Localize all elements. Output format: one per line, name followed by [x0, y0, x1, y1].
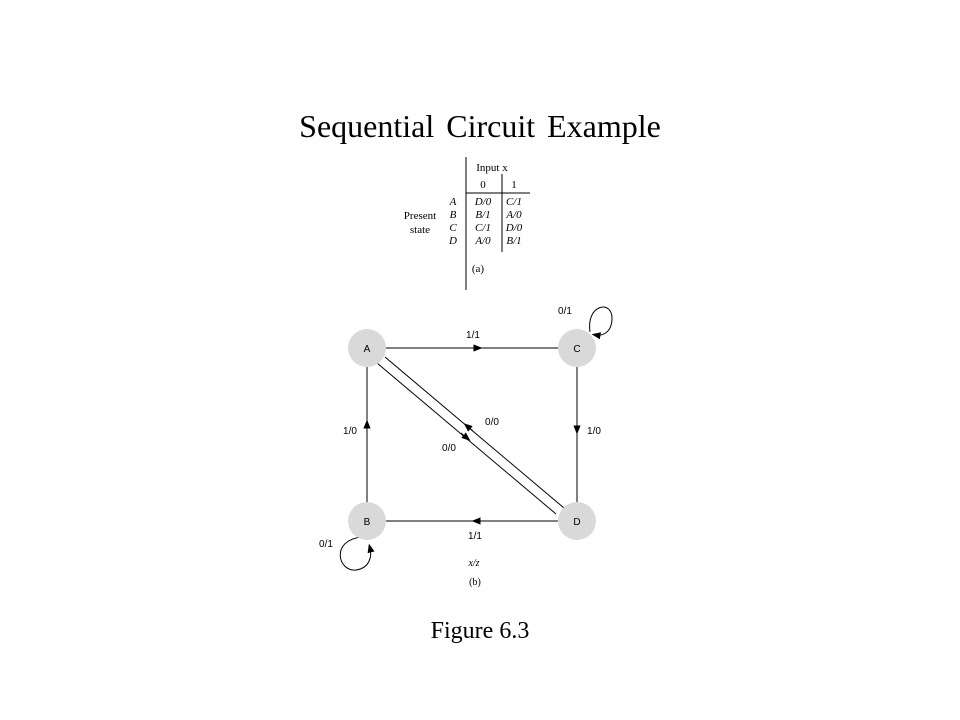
node-c	[558, 329, 596, 367]
table-state-d: D	[448, 235, 457, 247]
diagram-legend: x/z	[467, 558, 479, 569]
table-input-1: 1	[511, 179, 517, 191]
table-cell-b-0: B/1	[475, 209, 490, 221]
edge-label-b-to-a: 1/0	[343, 426, 357, 437]
edge-label-b-self: 0/1	[319, 539, 333, 550]
edge-label-a-to-d: 0/0	[442, 443, 456, 454]
table-cell-b-1: A/0	[505, 209, 522, 221]
table-state-c: C	[449, 222, 457, 234]
diagram-sublabel: (b)	[469, 577, 481, 588]
edge-d-to-a-arrow	[463, 423, 474, 432]
edge-label-c-self: 0/1	[558, 306, 572, 317]
table-state-a: A	[449, 196, 457, 208]
edge-a-to-d	[376, 362, 557, 515]
table-cell-a-0: D/0	[474, 196, 492, 208]
edge-label-d-to-b: 1/1	[468, 531, 482, 542]
table-sublabel: (a)	[472, 263, 485, 275]
table-row-header-line1: Present	[404, 210, 436, 222]
state-table: Input x 0 1 Present state A D/0 C/1 B B/…	[404, 157, 530, 290]
edge-label-a-to-c: 1/1	[466, 330, 480, 341]
page-title: Sequential Circuit Example	[299, 108, 661, 144]
table-cell-d-0: A/0	[474, 235, 491, 247]
node-d-label: D	[573, 517, 580, 528]
table-cell-c-0: C/1	[475, 222, 491, 234]
state-diagram: A C B D 1/1 1/0 1/1 1/0 0/0 0/0 0/1 0/1 …	[319, 306, 613, 588]
table-cell-d-1: B/1	[506, 235, 521, 247]
node-b-label: B	[364, 517, 371, 528]
table-cell-a-1: C/1	[506, 196, 522, 208]
node-c-label: C	[573, 344, 580, 355]
node-b	[348, 502, 386, 540]
table-cell-c-1: D/0	[505, 222, 523, 234]
node-d	[558, 502, 596, 540]
edge-label-d-to-a: 0/0	[485, 417, 499, 428]
table-input-0: 0	[480, 179, 486, 191]
edge-label-c-to-d: 1/0	[587, 426, 601, 437]
edge-b-self-loop	[339, 536, 375, 571]
table-row-header-line2: state	[410, 224, 430, 236]
edge-a-to-d-arrow	[460, 432, 471, 441]
edge-d-to-a	[384, 356, 565, 509]
table-state-b: B	[450, 209, 457, 221]
node-a	[348, 329, 386, 367]
table-column-header: Input x	[476, 162, 508, 174]
figure-caption: Figure 6.3	[430, 618, 530, 644]
node-a-label: A	[364, 344, 371, 355]
edge-c-self-loop	[589, 306, 613, 340]
